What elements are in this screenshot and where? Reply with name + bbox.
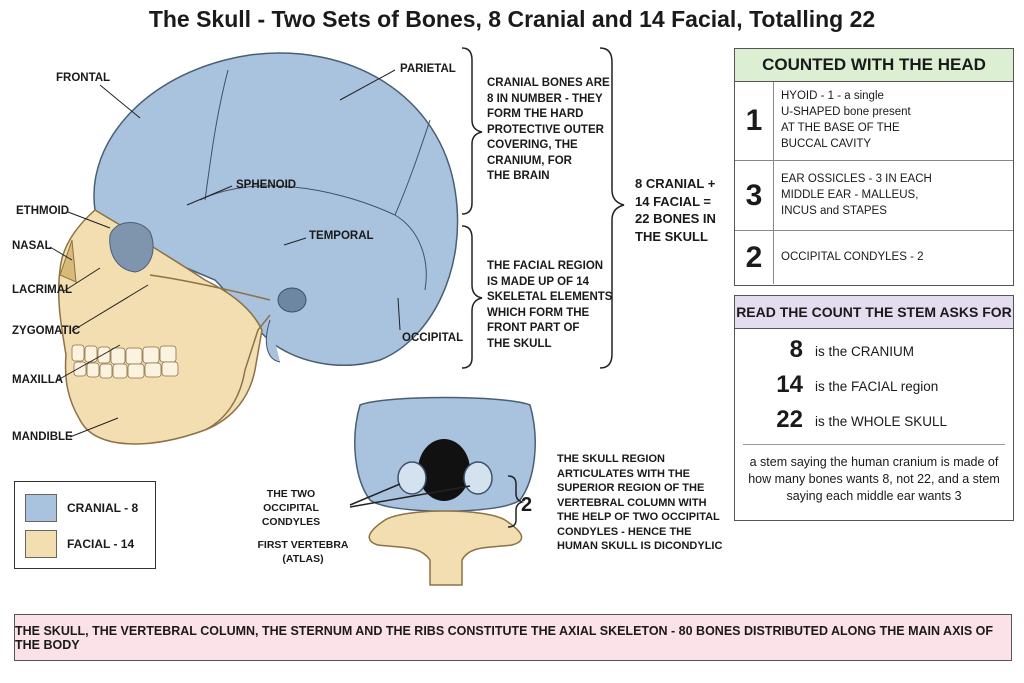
- total-note: 8 CRANIAL + 14 FACIAL = 22 BONES IN THE …: [635, 176, 716, 244]
- count-panel-note: a stem saying the human cranium is made …: [748, 455, 1000, 503]
- legend-cranial-label: CRANIAL - 8: [67, 501, 139, 515]
- label-nasal: NASAL: [12, 240, 52, 252]
- label-temporal: TEMPORAL: [309, 230, 374, 242]
- condyles-label: THE TWO OCCIPITAL CONDYLES: [261, 488, 321, 528]
- nasal-cavity: [59, 239, 77, 283]
- teeth: [71, 344, 179, 379]
- legend-cranial: CRANIAL - 8: [25, 494, 138, 522]
- leader-lines: [49, 69, 401, 438]
- legend: CRANIAL - 8 FACIAL - 14: [14, 481, 156, 569]
- condyle-brace: [507, 475, 525, 528]
- count-row-text: is the WHOLE SKULL: [815, 414, 948, 429]
- counted-row-text: OCCIPITAL CONDYLES - 2: [781, 251, 924, 263]
- right-condyle: [463, 461, 493, 495]
- mastoid: [265, 319, 281, 363]
- legend-facial: FACIAL - 14: [25, 530, 134, 558]
- cranial-swatch: [25, 494, 57, 522]
- base-note: THE SKULL REGION ARTICULATES WITH THE SU…: [557, 453, 723, 552]
- count-row-num: 8: [789, 336, 803, 363]
- suture-lambdoid: [394, 119, 431, 216]
- foramen-magnum: [418, 439, 470, 501]
- counted-row-num: 2: [735, 231, 774, 284]
- counted-panel-header: COUNTED WITH THE HEAD: [735, 49, 1013, 82]
- suture-coronal: [204, 69, 229, 201]
- axial-skeleton-banner: THE SKULL, THE VERTEBRAL COLUMN, THE STE…: [14, 614, 1012, 661]
- eye-socket: [109, 222, 154, 273]
- counted-panel: COUNTED WITH THE HEAD 1 HYOID - 1 - a si…: [734, 48, 1014, 286]
- label-zygomatic: ZYGOMATIC: [12, 325, 81, 337]
- counted-row-text: EAR OSSICLES - 3 IN EACH MIDDLE EAR - MA…: [781, 173, 932, 217]
- page-title: The Skull - Two Sets of Bones, 8 Cranial…: [148, 6, 876, 32]
- mandible-ramus: [204, 314, 271, 431]
- condyle-arrows: [349, 483, 471, 508]
- counted-row-num: 3: [735, 161, 774, 231]
- count-row-text: is the CRANIUM: [815, 344, 915, 359]
- facial-brace: [461, 225, 483, 369]
- count-row-cranium: 8 is the CRANIUM: [735, 336, 1013, 366]
- label-ethmoid: ETHMOID: [16, 205, 70, 217]
- total-brace: [599, 47, 625, 369]
- atlas-label: FIRST VERTEBRA (ATLAS): [257, 539, 349, 565]
- count-row-skull: 22 is the WHOLE SKULL: [735, 406, 1013, 436]
- count-row-facial: 14 is the FACIAL region: [735, 371, 1013, 401]
- count-panel-divider: [743, 444, 1005, 445]
- counted-row-num: 1: [735, 82, 774, 160]
- facial-swatch: [25, 530, 57, 558]
- ear-opening: [277, 287, 307, 313]
- left-condyle: [397, 461, 427, 495]
- suture-squamosal: [199, 185, 427, 291]
- condyle-count: 2: [521, 494, 533, 516]
- counted-row-ossicles: 3 EAR OSSICLES - 3 IN EACH MIDDLE EAR - …: [735, 160, 1013, 231]
- zygomatic-arch: [149, 274, 271, 301]
- cranial-note: CRANIAL BONES ARE 8 IN NUMBER - THEY FOR…: [487, 77, 610, 182]
- atlas-vertebra: [368, 510, 523, 586]
- counted-row-hyoid: 1 HYOID - 1 - a single U-SHAPED bone pre…: [735, 82, 1013, 160]
- count-row-text: is the FACIAL region: [815, 379, 939, 394]
- facial-shape: [57, 209, 263, 445]
- label-maxilla: MAXILLA: [12, 374, 64, 386]
- label-occipital: OCCIPITAL: [402, 332, 464, 344]
- facial-note: THE FACIAL REGION IS MADE UP OF 14 SKELE…: [487, 260, 613, 350]
- label-frontal: FRONTAL: [56, 72, 111, 84]
- count-row-num: 14: [776, 371, 803, 398]
- counted-row-text: HYOID - 1 - a single U-SHAPED bone prese…: [781, 90, 911, 150]
- legend-facial-label: FACIAL - 14: [67, 537, 135, 551]
- cranial-brace: [461, 47, 483, 215]
- count-panel-header: READ THE COUNT THE STEM ASKS FOR: [735, 296, 1013, 329]
- counted-row-condyles: 2 OCCIPITAL CONDYLES - 2: [735, 230, 1013, 284]
- label-parietal: PARIETAL: [400, 63, 456, 75]
- label-mandible: MANDIBLE: [12, 431, 73, 443]
- label-lacrimal: LACRIMAL: [12, 284, 73, 296]
- label-sphenoid: SPHENOID: [236, 179, 297, 191]
- count-row-num: 22: [776, 406, 803, 433]
- count-panel: READ THE COUNT THE STEM ASKS FOR 8 is th…: [734, 295, 1014, 521]
